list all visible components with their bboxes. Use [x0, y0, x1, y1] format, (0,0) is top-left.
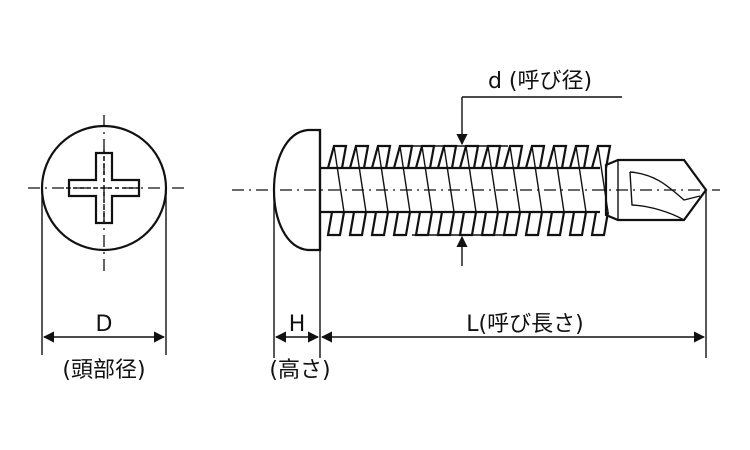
thread-tooth-lower [370, 211, 390, 237]
length-label: L(呼び長さ) [466, 312, 583, 337]
head-diameter-note: (頭部径) [62, 358, 145, 383]
thread-helix-line [355, 145, 367, 213]
thread-tooth-lower [546, 211, 566, 237]
thread-tooth-upper [502, 144, 524, 169]
thread-tooth-lower [326, 211, 346, 237]
thread-tooth-lower [436, 211, 456, 237]
thread-tooth-upper [326, 144, 348, 169]
nominal-diameter-label: d (呼び径) [488, 69, 592, 94]
thread-tooth-lower [480, 211, 500, 237]
thread-tooth-lower [414, 211, 434, 237]
head-diameter-label: D [96, 312, 113, 337]
screw-side-view: d (呼び径) H (高さ) L(呼び長さ) [232, 69, 720, 383]
thread-helix-line [421, 145, 433, 213]
thread-helix-line [531, 145, 543, 213]
thread-tooth-upper [348, 144, 370, 169]
thread-helix-line [443, 145, 455, 213]
thread-tooth-lower [502, 211, 522, 237]
thread-tooth-lower [524, 211, 544, 237]
thread-helix-line [575, 145, 587, 213]
phillips-cross-recess [67, 151, 141, 225]
head-height-note: (高さ) [269, 358, 330, 383]
thread-teeth [326, 144, 612, 237]
drill-flute [617, 160, 701, 221]
thread-tooth-lower [348, 211, 368, 237]
drill-point [604, 158, 708, 222]
thread-tooth-upper [590, 144, 612, 169]
thread-helix-line [377, 145, 389, 213]
thread-tooth-lower [392, 211, 412, 237]
thread-helix-line [333, 145, 345, 213]
thread-tooth-upper [370, 144, 392, 169]
thread-tooth-upper [546, 144, 568, 169]
thread-tooth-lower [568, 211, 588, 237]
thread-tooth-lower [590, 211, 610, 237]
head-height-label: H [289, 312, 306, 337]
thread-tooth-upper [392, 144, 414, 169]
thread-tooth-lower [458, 211, 478, 237]
thread-helix-line [487, 145, 499, 213]
head-front-view: D (頭部径) [28, 115, 188, 383]
thread-tooth-upper [524, 144, 546, 169]
thread-helix-line [465, 145, 477, 213]
thread-helix-line [553, 145, 565, 213]
thread-tooth-upper [568, 144, 590, 169]
thread-helix-line [399, 145, 411, 213]
thread-helix-line [509, 145, 521, 213]
